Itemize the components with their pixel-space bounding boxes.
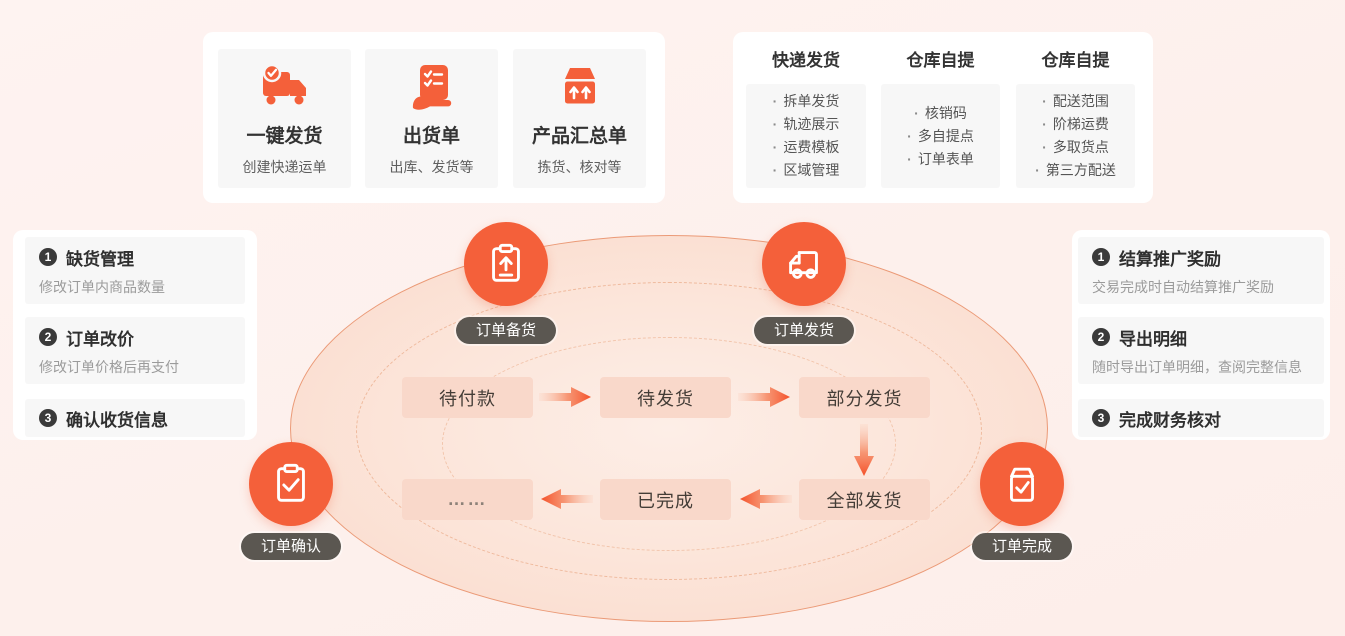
- dashed-ring-outer: [356, 282, 982, 580]
- side-item-price-change: 2 订单改价 修改订单价格后再支付: [25, 317, 245, 384]
- truck-check-icon: [258, 60, 312, 112]
- side-item-export-details: 2 导出明细 随时导出订单明细，查阅完整信息: [1078, 317, 1324, 384]
- arrow-right-icon: [738, 385, 792, 409]
- node-label-order-confirm: 订单确认: [241, 533, 341, 560]
- node-label-order-prepare: 订单备货: [456, 317, 556, 344]
- column-header-express: 快递发货: [772, 51, 840, 70]
- column-list-pickup-1: 核销码 多自提点 订单表单: [881, 84, 1000, 188]
- node-label-order-ship: 订单发货: [754, 317, 854, 344]
- number-badge: 1: [39, 248, 57, 266]
- shipping-tools-panel: 一键发货 创建快递运单 出货单 出库、发货等: [203, 32, 665, 203]
- list-item: 轨迹展示: [746, 115, 866, 134]
- dashed-ring-inner: [442, 337, 896, 551]
- feature-card-one-click-ship: 一键发货 创建快递运单: [218, 49, 351, 188]
- side-item-title: 结算推广奖励: [1119, 249, 1221, 269]
- arrow-left-icon: [539, 487, 593, 511]
- order-edit-panel: 1 缺货管理 修改订单内商品数量 2 订单改价 修改订单价格后再支付 3 确认收…: [13, 230, 257, 440]
- stage-completed: 已完成: [600, 479, 731, 520]
- list-item: 多取货点: [1016, 138, 1135, 157]
- list-item: 区域管理: [746, 161, 866, 180]
- side-item-title: 完成财务核对: [1119, 410, 1221, 430]
- feature-title: 出货单: [402, 126, 460, 147]
- side-item-title: 订单改价: [66, 329, 134, 349]
- side-item-subtitle: 修改订单内商品数量: [39, 278, 165, 295]
- side-item-settle-rewards: 1 结算推广奖励 交易完成时自动结算推广奖励: [1078, 237, 1324, 304]
- feature-subtitle: 创建快递运单: [242, 159, 327, 175]
- list-item: 运费模板: [746, 138, 866, 157]
- feature-card-shipping-list: 出货单 出库、发货等: [365, 49, 498, 188]
- node-order-ship: [762, 222, 846, 306]
- list-item: 阶梯运费: [1016, 115, 1135, 134]
- clipboard-check-icon: [268, 461, 314, 507]
- list-item: 订单表单: [881, 150, 1000, 169]
- side-item-title: 缺货管理: [66, 249, 134, 269]
- feature-subtitle: 拣货、核对等: [537, 159, 622, 175]
- number-badge: 2: [1092, 328, 1110, 346]
- side-item-stock-management: 1 缺货管理 修改订单内商品数量: [25, 237, 245, 304]
- node-label-order-complete: 订单完成: [972, 533, 1072, 560]
- side-item-title: 确认收货信息: [66, 410, 168, 430]
- node-order-confirm: [249, 442, 333, 526]
- stage-pending-ship: 待发货: [600, 377, 731, 418]
- side-item-title: 导出明细: [1119, 329, 1187, 349]
- stage-ellipsis: ……: [402, 479, 533, 520]
- list-item: 核销码: [881, 104, 1000, 123]
- column-header-pickup-2: 仓库自提: [1041, 51, 1110, 70]
- node-order-prepare: [464, 222, 548, 306]
- clipboard-upload-icon: [483, 241, 529, 287]
- checklist-hand-icon: [407, 60, 457, 112]
- stage-pending-payment: 待付款: [402, 377, 533, 418]
- number-badge: 3: [1092, 409, 1110, 427]
- list-item: 拆单发货: [746, 92, 866, 111]
- settlement-panel: 1 结算推广奖励 交易完成时自动结算推广奖励 2 导出明细 随时导出订单明细，查…: [1072, 230, 1330, 440]
- node-order-complete: [980, 442, 1064, 526]
- feature-subtitle: 出库、发货等: [389, 159, 474, 175]
- number-badge: 1: [1092, 248, 1110, 266]
- number-badge: 2: [39, 328, 57, 346]
- column-list-express: 拆单发货 轨迹展示 运费模板 区域管理: [746, 84, 866, 188]
- stage-partially-shipped: 部分发货: [799, 377, 930, 418]
- list-item: 多自提点: [881, 127, 1000, 146]
- side-item-finance-check: 3 完成财务核对: [1078, 399, 1324, 437]
- box-check-icon: [999, 461, 1045, 507]
- column-list-pickup-2: 配送范围 阶梯运费 多取货点 第三方配送: [1016, 84, 1135, 188]
- side-item-subtitle: 交易完成时自动结算推广奖励: [1092, 278, 1274, 295]
- stage-fully-shipped: 全部发货: [799, 479, 930, 520]
- arrow-left-icon: [738, 487, 792, 511]
- side-item-subtitle: 随时导出订单明细，查阅完整信息: [1092, 358, 1302, 375]
- feature-title: 产品汇总单: [531, 126, 627, 147]
- side-item-confirm-address: 3 确认收货信息: [25, 399, 245, 437]
- column-header-pickup-1: 仓库自提: [906, 51, 975, 70]
- truck-icon: [781, 241, 827, 287]
- side-item-subtitle: 修改订单价格后再支付: [39, 358, 179, 375]
- number-badge: 3: [39, 409, 57, 427]
- box-arrows-up-icon: [555, 60, 605, 112]
- arrow-right-icon: [539, 385, 593, 409]
- list-item: 配送范围: [1016, 92, 1135, 111]
- feature-card-product-summary: 产品汇总单 拣货、核对等: [513, 49, 646, 188]
- delivery-modes-panel: 快递发货 仓库自提 仓库自提 拆单发货 轨迹展示 运费模板 区域管理 核销码 多…: [733, 32, 1153, 203]
- arrow-down-icon: [852, 424, 876, 476]
- feature-title: 一键发货: [246, 126, 323, 147]
- list-item: 第三方配送: [1016, 161, 1135, 180]
